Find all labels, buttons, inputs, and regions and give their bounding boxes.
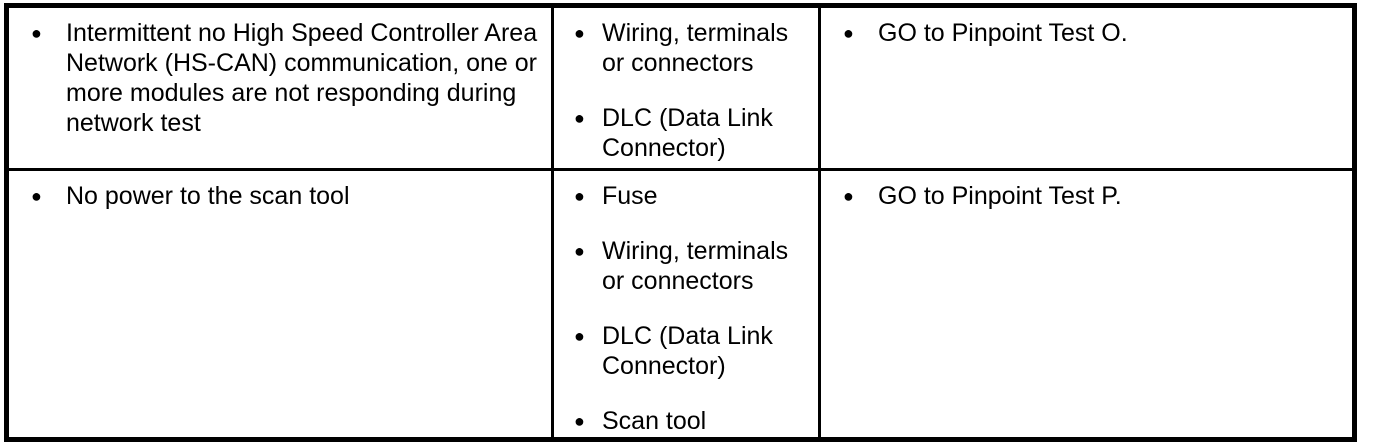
action-cell-row1: ● GO to Pinpoint Test O. [821,8,1352,171]
bullet-icon: ● [574,326,585,346]
symptom-cell-row1: ● Intermittent no High Speed Controller … [9,8,554,171]
bullet-icon: ● [843,23,854,43]
bullet-icon: ● [574,23,585,43]
list-item: ● DLC (Data Link Connector) [554,103,818,163]
action-cell-row2: ● GO to Pinpoint Test P. [821,171,1352,437]
source-text: DLC (Data Link Connector) [602,104,773,162]
symptom-chart-table: ● Intermittent no High Speed Controller … [4,3,1357,442]
list-item: ● GO to Pinpoint Test O. [821,18,1352,48]
list-item: ● Scan tool [554,406,818,436]
list-item: ● Wiring, terminals or connectors [554,236,818,296]
list-item: ● GO to Pinpoint Test P. [821,181,1352,211]
bullet-icon: ● [31,186,42,206]
bullet-icon: ● [574,108,585,128]
bullet-icon: ● [574,186,585,206]
list-item: ● Wiring, terminals or connectors [554,18,818,78]
list-item: ● Intermittent no High Speed Controller … [9,18,551,138]
action-text: GO to Pinpoint Test O. [878,19,1128,47]
possible-sources-cell-row2: ● Fuse ● Wiring, terminals or connectors… [554,171,821,437]
source-text: Fuse [602,182,658,210]
source-text: DLC (Data Link Connector) [602,322,773,380]
bullet-icon: ● [31,23,42,43]
source-text: Wiring, terminals or connectors [602,237,789,295]
bullet-icon: ● [843,186,854,206]
list-item: ● Fuse [554,181,818,211]
list-item: ● DLC (Data Link Connector) [554,321,818,381]
action-text: GO to Pinpoint Test P. [878,182,1122,210]
bullet-icon: ● [574,411,585,431]
bullet-icon: ● [574,241,585,261]
symptom-text: No power to the scan tool [66,182,350,210]
symptom-cell-row2: ● No power to the scan tool [9,171,554,437]
possible-sources-cell-row1: ● Wiring, terminals or connectors ● DLC … [554,8,821,171]
source-text: Scan tool [602,407,707,435]
source-text: Wiring, terminals or connectors [602,19,789,77]
symptom-text: Intermittent no High Speed Controller Ar… [66,19,538,137]
list-item: ● No power to the scan tool [9,181,551,211]
